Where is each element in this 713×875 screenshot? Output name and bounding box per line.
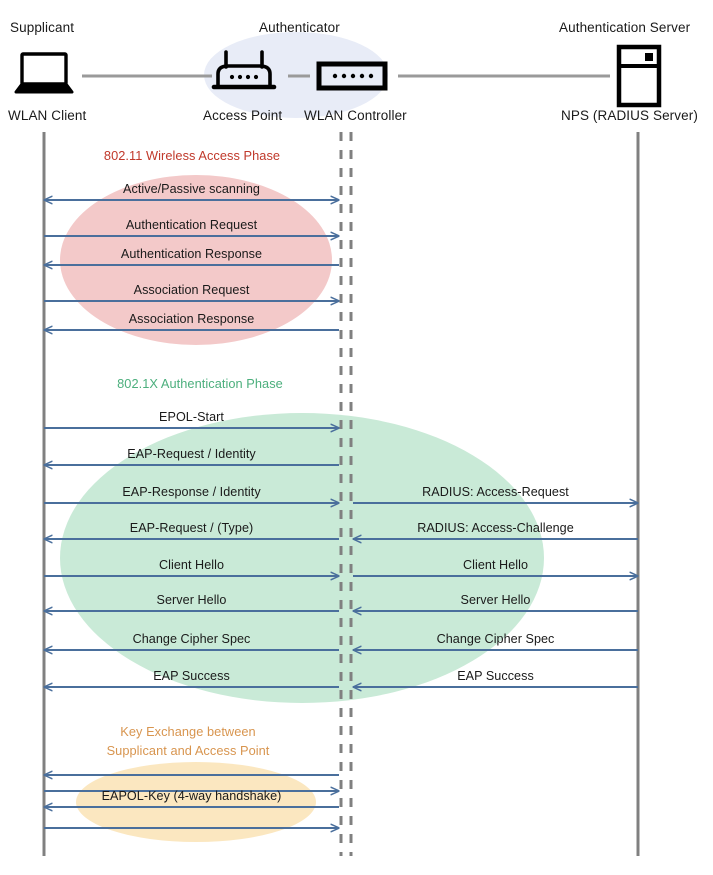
message-label-m3: Authentication Response	[120, 247, 263, 261]
message-label-m9: EAP-Request / (Type)	[129, 521, 254, 535]
actor-device-nps: NPS (RADIUS Server)	[561, 108, 698, 123]
message-label-r5: Change Cipher Spec	[436, 632, 555, 646]
phase-label-8021x-auth: 802.1X Authentication Phase	[117, 376, 283, 391]
message-label-m1: Active/Passive scanning	[123, 182, 260, 196]
message-label-m12: Change Cipher Spec	[132, 632, 251, 646]
phase-label-line: 802.1X Authentication Phase	[117, 376, 283, 391]
actor-role-authenticator: Authenticator	[259, 20, 340, 35]
phase-label-line: Supplicant and Access Point	[106, 743, 270, 758]
phase-ellipse-8021x	[60, 413, 544, 703]
actor-device-access-point: Access Point	[203, 108, 283, 123]
actor-device-wlan-controller: WLAN Controller	[304, 108, 407, 123]
phase-ellipse-key	[76, 762, 316, 842]
actor-device-wlan-client: WLAN Client	[8, 108, 87, 123]
message-label-m8: EAP-Response / Identity	[122, 485, 261, 499]
laptop-icon	[14, 52, 74, 94]
controller-box-icon	[316, 61, 388, 91]
message-arrows-right	[353, 503, 638, 687]
message-label-m13: EAP Success	[153, 669, 230, 683]
phase-label-line: 802.11 Wireless Access Phase	[103, 148, 281, 163]
message-label-r1: RADIUS: Access-Request	[422, 485, 569, 499]
message-label-m7: EAP-Request / Identity	[127, 447, 256, 461]
phase-label-line: Key Exchange between	[120, 724, 256, 739]
message-arrows-left	[44, 200, 339, 828]
wireless-router-icon	[211, 50, 277, 90]
phase-ellipse-wireless	[60, 175, 332, 345]
message-label-m10: Client Hello	[159, 558, 224, 572]
actor-role-supplicant: Supplicant	[10, 20, 75, 35]
message-label-r3: Client Hello	[463, 558, 528, 572]
message-label-r4: Server Hello	[460, 593, 531, 607]
message-label-m4: Association Request	[133, 283, 250, 297]
phase-label-wireless-access: 802.11 Wireless Access Phase	[104, 148, 280, 163]
message-label-m11: Server Hello	[156, 593, 227, 607]
message-label-r2: RADIUS: Access-Challenge	[417, 521, 574, 535]
message-label-m6: EPOL-Start	[159, 410, 224, 424]
message-label-m5: Association Response	[128, 312, 255, 326]
server-tower-icon	[616, 44, 662, 108]
actor-role-auth-server: Authentication Server	[559, 20, 691, 35]
message-label-m2: Authentication Request	[125, 218, 258, 232]
message-label-r6: EAP Success	[457, 669, 534, 683]
message-label-m16: EAPOL-Key (4-way handshake)	[101, 789, 282, 803]
